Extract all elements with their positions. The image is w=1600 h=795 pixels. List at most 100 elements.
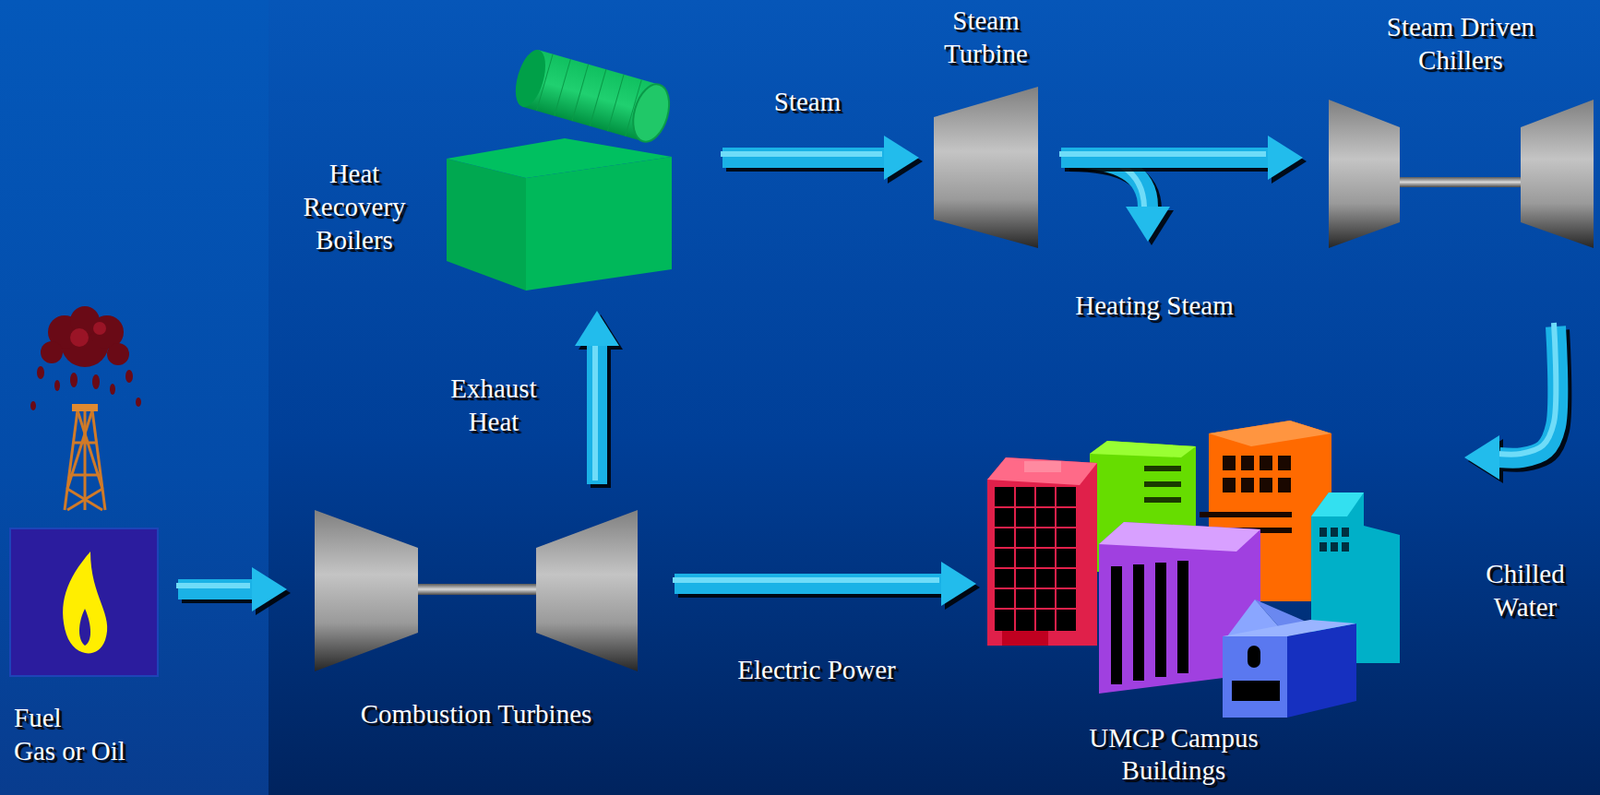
fuel-flame-icon: [62, 551, 108, 654]
oil-derrick: [64, 410, 106, 511]
oil-derrick: [92, 374, 100, 390]
campus-buildings-figure: [994, 547, 1076, 550]
campus-buildings-figure: [1222, 477, 1236, 493]
oil-derrick: [70, 322, 107, 347]
oil-derrick: [107, 343, 130, 366]
campus-buildings-figure: [1144, 465, 1182, 503]
boiler-figure: [625, 79, 643, 137]
flow-label: Chilled Water: [1465, 557, 1586, 624]
arrow-highlight: [720, 151, 883, 157]
oil-derrick: [30, 306, 142, 511]
campus-buildings-figure: [1247, 645, 1261, 669]
boiler-figure: [627, 80, 676, 146]
arrow-highlight: [672, 577, 940, 584]
campus-buildings-figure: [1002, 631, 1049, 646]
campus-buildings-figure: [1110, 566, 1123, 685]
flow-arrow: [176, 567, 291, 616]
arrow-shaft: [722, 147, 884, 168]
component-caption: Combustion Turbines: [314, 697, 638, 731]
component-name: Combustion Turbines: [314, 697, 638, 731]
boiler-figure: [537, 54, 643, 137]
campus-buildings: UMCP Campus Buildings: [987, 417, 1400, 720]
campus-buildings-figure: [1231, 680, 1280, 702]
campus-buildings-figure: [1089, 441, 1196, 458]
steam-turbine-figure: [933, 86, 1039, 249]
arrowhead: [941, 561, 977, 607]
campus-buildings-figure: [1024, 461, 1062, 473]
chillers-figure: [1520, 99, 1594, 249]
campus-buildings-figure: [1330, 527, 1338, 538]
combustion-turbines-figure: [417, 584, 537, 596]
arrow-highlight: [592, 342, 598, 481]
fuel-flame-icon: [10, 528, 158, 677]
campus-buildings-figure: [994, 526, 1076, 529]
arrowhead: [574, 310, 620, 347]
oil-derrick: [93, 322, 107, 335]
boiler-figure: [446, 158, 526, 291]
oil-derrick: [71, 404, 98, 412]
combustion-turbines: Combustion Turbines: [314, 510, 638, 672]
boiler-figure: [572, 64, 589, 122]
flow-arrow: [672, 561, 980, 610]
oil-derrick: [30, 306, 142, 411]
heating-steam-arrow: [1125, 206, 1171, 242]
boiler-figure: [446, 46, 676, 291]
background: [0, 0, 269, 795]
boiler-figure: [510, 46, 552, 110]
component-caption: Steam Turbine: [909, 3, 1063, 71]
oil-derrick: [67, 489, 103, 511]
oil-derrick: [70, 328, 89, 347]
flow-arrow: [574, 310, 623, 489]
steam-turbine-figure: [933, 86, 1039, 249]
oil-derrick: [54, 380, 60, 392]
campus-buildings-figure: [994, 587, 1076, 590]
campus-buildings-figure: [1287, 623, 1357, 718]
campus-buildings-figure: [1199, 455, 1292, 534]
oil-derrick: [109, 383, 116, 395]
arrowhead: [251, 567, 287, 612]
campus-buildings-figure: [1222, 455, 1236, 471]
flow-label: Heating Steam: [1052, 288, 1256, 323]
campus-buildings-figure: [994, 506, 1076, 509]
campus-buildings-figure: [1199, 512, 1292, 518]
component-name: UMCP Campus Buildings: [1076, 722, 1271, 788]
boiler-figure: [446, 138, 672, 179]
campus-buildings-figure: [1319, 542, 1327, 552]
arrow-highlight: [1497, 322, 1556, 455]
component-name: Gas or Oil: [13, 734, 158, 768]
campus-buildings-figure: [1330, 542, 1338, 552]
oil-derrick: [30, 401, 36, 411]
chillers-figure: [1328, 99, 1594, 249]
oil-derrick: [83, 410, 87, 511]
heat-recovery-boiler: Heat Recovery Boilers: [446, 69, 677, 291]
campus-buildings-figure: [987, 457, 1098, 486]
arrow-shaft: [674, 573, 942, 595]
arrow-shaft: [178, 579, 252, 600]
fuel-flame-icon: [10, 528, 158, 677]
boiler-figure: [537, 54, 554, 112]
campus-buildings-figure: [1241, 477, 1254, 493]
oil-derrick: [36, 366, 45, 380]
boiler-figure: [525, 156, 672, 291]
campus-buildings-figure: [1144, 481, 1182, 488]
campus-buildings-figure: [1110, 561, 1189, 685]
arrow-highlight: [176, 583, 251, 589]
component-name: Steam Turbine: [909, 3, 1063, 71]
arrowhead: [1464, 435, 1500, 480]
oil-derrick: [135, 397, 142, 407]
component-name: Steam Driven Chillers: [1363, 10, 1558, 77]
combustion-turbines-figure: [536, 510, 638, 672]
campus-buildings-figure: [1222, 636, 1288, 718]
campus-buildings-figure: [1319, 527, 1350, 552]
arrowhead: [883, 135, 920, 180]
component-caption: UMCP Campus Buildings: [1076, 722, 1271, 788]
component-caption: Steam Driven Chillers: [1363, 10, 1558, 77]
oil-derrick: [70, 474, 100, 478]
component-name: Fuel: [13, 701, 158, 735]
steam-turbine: Steam Turbine: [933, 86, 1039, 249]
component-caption: FuelGas or Oil: [13, 701, 158, 768]
campus-buildings-figure: [1277, 477, 1291, 493]
